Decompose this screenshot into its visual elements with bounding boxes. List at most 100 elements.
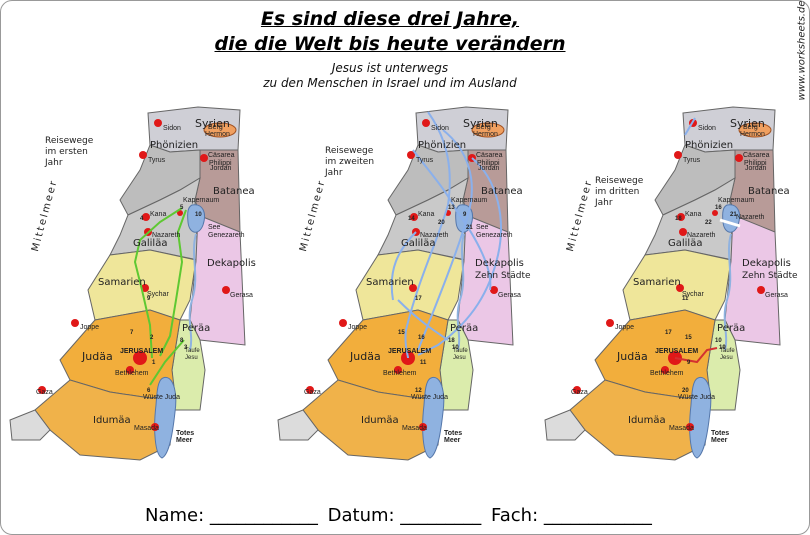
map-2-station-number: 13 <box>448 205 455 211</box>
map-2-place-philippi: Philippi <box>477 160 500 167</box>
map-2-place-nazareth: Nazareth <box>420 232 449 239</box>
route-year-1-b <box>159 209 187 357</box>
map-3-place-masada: Masada <box>669 425 694 432</box>
map-2-station-number: 10 <box>452 345 459 351</box>
map-1-place-see: See <box>208 224 221 231</box>
map-1-region-juedaa: Judäa <box>82 350 113 363</box>
map-3-region-peraea: Peräa <box>717 323 746 334</box>
map-3-place-sychar: Sychar <box>682 291 704 298</box>
map-year-1 <box>9 106 246 461</box>
map-1-place-tyrus: Tyrus <box>148 157 166 164</box>
map-1-place-sychar: Sychar <box>147 291 169 298</box>
map-2-region-batanea: Batanea <box>481 186 523 197</box>
map-2-station-number: 18 <box>448 338 455 344</box>
map-2-region-idumaea: Idumäa <box>361 415 399 426</box>
map-3-station-number: 19 <box>719 345 726 351</box>
map-3-place-taufe: Taufe <box>720 348 735 354</box>
route-year-1-a <box>133 207 183 359</box>
map-2-caption-1: im zweiten <box>325 157 375 167</box>
map-3-region-galilaea: Galiläa <box>668 238 703 249</box>
map-2-station-number: 15 <box>398 330 405 336</box>
map-2-place-sidon: Sidon <box>431 125 449 132</box>
map-3-place-wueste: Wüste Juda <box>678 394 715 401</box>
footer-fields: Name: ____________ Datum: _________ Fach… <box>145 505 656 526</box>
map-2-place-wueste: Wüste Juda <box>411 394 448 401</box>
map-1-station-number: 9 <box>147 296 151 302</box>
fach-field[interactable]: Fach: ____________ <box>491 505 652 526</box>
map-2-region-galilaea: Galiläa <box>401 238 436 249</box>
map-2-caption-2: Jahr <box>325 168 343 178</box>
map-2-station-number: 12 <box>415 388 422 394</box>
map-1-station-number: 5 <box>180 205 184 211</box>
map-2-station-number: 21 <box>466 225 473 231</box>
map-2-region-dekapolis: Dekapolis <box>475 258 524 269</box>
map-3-station-number: 21 <box>730 212 737 218</box>
map-1-place-taufe: Taufe <box>185 348 200 354</box>
map-2-station-number: 14 <box>408 216 415 222</box>
map-2-region-phoenizien: Phönizien <box>418 140 467 151</box>
map-2-place-gerasa: Gerasa <box>498 292 521 299</box>
map-1-place-kapernaum: Kapernaum <box>183 197 220 204</box>
map-1-region-dekapolis: Dekapolis <box>207 258 256 269</box>
route-year-1-c <box>149 339 185 386</box>
map-1-caption-0: Reisewege <box>45 136 94 146</box>
map-3-place-kana: Kana <box>685 211 702 218</box>
map-3-place-caesarea: Cäsarea <box>743 152 770 159</box>
map-3-place-meer: Meer <box>711 437 728 444</box>
map-2-station-number: 17 <box>415 296 422 302</box>
map-1-place-bethlehem: Bethlehem <box>115 370 149 377</box>
map-3-station-number: 10 <box>715 338 722 344</box>
map-1-place-wueste: Wüste Juda <box>143 394 180 401</box>
subtitle-line-2: zu den Menschen in Israel und im Ausland <box>263 76 517 90</box>
map-3-place-jordan: Jordan <box>745 165 767 172</box>
map-3-place-nazareth: Nazareth <box>687 232 716 239</box>
map-1-region-idumaea: Idumäa <box>93 415 131 426</box>
map-2-place-see: See <box>476 224 489 231</box>
map-2-place-kapernaum: Kapernaum <box>451 197 488 204</box>
map-2-place-totes: Totes <box>444 430 463 437</box>
map-1-caption-2: Jahr <box>45 158 63 168</box>
map-2-place-jerusalem: JERUSALEM <box>388 348 432 355</box>
map-3-station-number: 16 <box>715 205 722 211</box>
map-1-station-number: 3 <box>184 345 188 351</box>
map-2-place-kana: Kana <box>418 211 435 218</box>
map-3-region-syrien: Syrien <box>730 117 765 130</box>
map-3-place-berg: Berg <box>743 124 758 131</box>
map-3-station-number: 20 <box>682 388 689 394</box>
map-3-station-number: 11 <box>682 296 689 302</box>
map-3-station-number: 15 <box>685 335 692 341</box>
map-2-place-masada: Masada <box>402 425 427 432</box>
subtitle-line-1: Jesus ist unterwegs <box>331 61 449 75</box>
map-3-place-gaza: Gaza <box>571 389 588 396</box>
map-3-place-sidon: Sidon <box>698 125 716 132</box>
map-3-place-philippi: Philippi <box>744 160 767 167</box>
map-1-region-samarien: Samarien <box>98 277 146 288</box>
map-2-region-samarien: Samarien <box>366 277 414 288</box>
map-3-station-number: 18 <box>675 216 682 222</box>
map-2-place-hermon: Hermon <box>473 131 498 138</box>
map-3-region-phoenizien: Phönizien <box>685 140 734 151</box>
map-1-station-number: 4 <box>140 216 144 222</box>
map-3-place-joppe: Joppe <box>615 324 635 331</box>
map-year-3 <box>544 106 781 461</box>
map-3-caption-1: im dritten <box>595 187 640 197</box>
map-2-place-genezareth: Genezareth <box>476 232 513 239</box>
map-3-region-samarien: Samarien <box>633 277 681 288</box>
map-1-station-number: 7 <box>130 330 134 336</box>
map-2-region-zehn: Zehn Städte <box>475 271 531 281</box>
map-1-station-number: 6 <box>147 388 151 394</box>
name-field[interactable]: Name: ____________ <box>145 505 318 526</box>
datum-field[interactable]: Datum: _________ <box>327 505 482 526</box>
map-3-region-idumaea: Idumäa <box>628 415 666 426</box>
map-1-place-jordan: Jordan <box>210 165 232 172</box>
map-3-place-nazareth2: Nazareth <box>736 214 765 221</box>
map-1-place-nazareth: Nazareth <box>152 232 181 239</box>
map-2-place-taufe: Taufe <box>453 348 468 354</box>
map-1-place-totes: Totes <box>176 430 195 437</box>
map-3-place-jerusalem: JERUSALEM <box>655 348 699 355</box>
map-2-place-caesarea: Cäsarea <box>476 152 503 159</box>
map-2-place-meer: Meer <box>444 437 461 444</box>
map-1-region-peraea: Peräa <box>182 323 211 334</box>
map-3-place-gerasa: Gerasa <box>765 292 788 299</box>
map-1-region-syrien: Syrien <box>195 117 230 130</box>
